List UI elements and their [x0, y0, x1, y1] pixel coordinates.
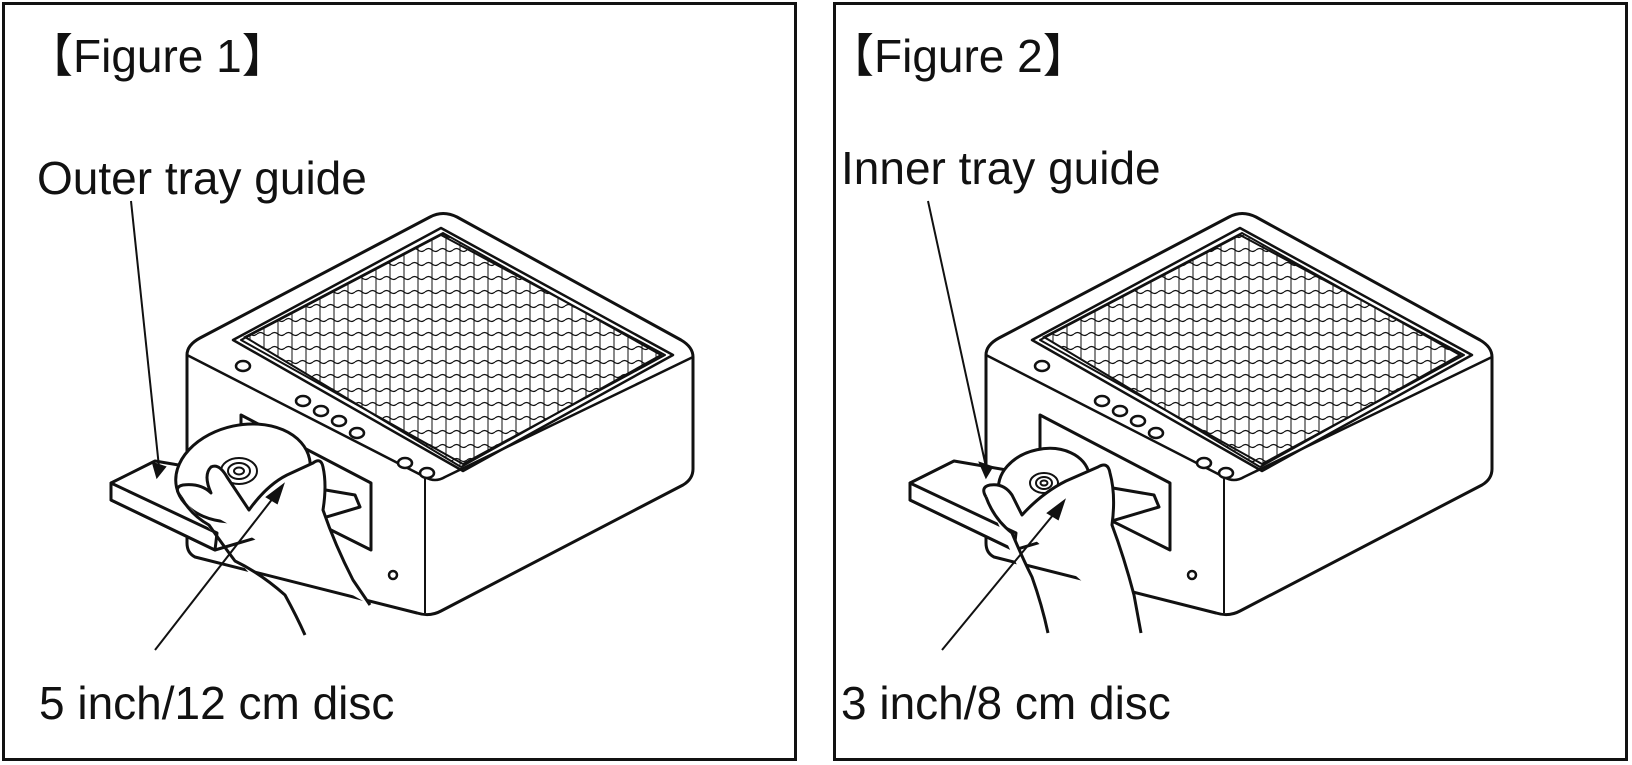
inner-tray-guide-label: Inner tray guide	[841, 142, 1161, 194]
hand-icon	[982, 463, 1143, 634]
grille-border	[242, 231, 664, 469]
speaker-grille	[1044, 233, 1460, 467]
figure-1-panel: 【Figure 1】 Outer tray guide 5 inch/12 cm…	[2, 2, 797, 761]
hand-icon	[176, 459, 372, 636]
figure-1-title: 【Figure 1】	[27, 30, 288, 82]
figure-2-title: 【Figure 2】	[833, 30, 1089, 82]
leader-lines	[130, 200, 285, 651]
figure-2-panel: 【Figure 2】 Inner tray guide 3 inch/8 cm …	[833, 2, 1628, 761]
control-buttons	[234, 359, 436, 581]
control-buttons	[1033, 359, 1235, 581]
cd-player-illustration	[908, 200, 1494, 651]
leader-lines	[927, 200, 1066, 651]
grille-border	[1041, 231, 1463, 469]
outer-tray-guide-label: Outer tray guide	[37, 152, 367, 204]
cd-player-illustration	[109, 200, 695, 651]
disc-5inch-label: 5 inch/12 cm disc	[39, 677, 395, 729]
speaker-grille	[245, 233, 661, 467]
disc-3inch-label: 3 inch/8 cm disc	[841, 677, 1171, 729]
